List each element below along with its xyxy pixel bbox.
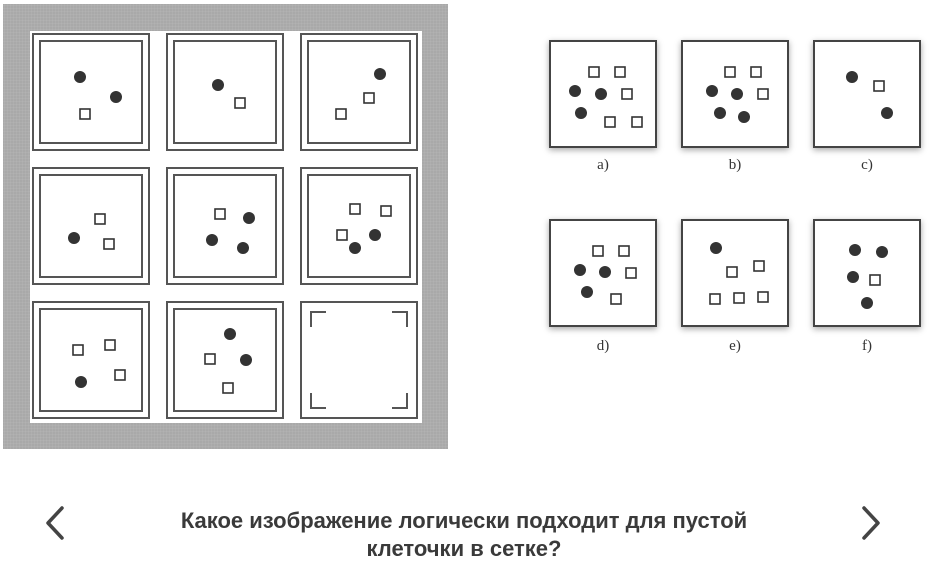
question-line-1: Какое изображение логически подходит для…	[180, 508, 748, 533]
corner-mark	[310, 311, 326, 327]
option-c[interactable]	[813, 40, 921, 148]
question-line-2: клеточки в сетке?	[366, 536, 562, 561]
cell-figure	[72, 339, 126, 388]
grid-cell-1-1	[32, 33, 150, 151]
option-figure	[706, 66, 769, 123]
cell-figure	[336, 203, 392, 254]
grid-cell-3-1	[32, 301, 150, 419]
cell-figure	[212, 79, 246, 109]
option-d-label[interactable]: d)	[596, 338, 610, 354]
option-figure	[574, 245, 637, 305]
option-figure	[847, 244, 888, 309]
prev-button[interactable]	[38, 505, 72, 541]
puzzle-grid	[30, 31, 422, 423]
option-c-label[interactable]: c)	[861, 157, 873, 173]
option-a-label[interactable]: a)	[597, 157, 609, 173]
grid-cell-2-2	[166, 167, 284, 285]
option-f-label[interactable]: f)	[862, 338, 872, 354]
option-b[interactable]	[681, 40, 789, 148]
option-a[interactable]	[549, 40, 657, 148]
grid-cell-2-1	[32, 167, 150, 285]
next-button[interactable]	[854, 505, 888, 541]
option-b-label[interactable]: b)	[728, 157, 742, 173]
grid-cell-1-3	[300, 33, 418, 151]
chevron-right-icon	[862, 506, 880, 540]
option-figure	[709, 242, 769, 305]
grid-cell-empty	[300, 301, 418, 419]
corner-mark	[310, 393, 326, 409]
grid-cell-1-2	[166, 33, 284, 151]
cell-figure	[206, 208, 255, 254]
option-f[interactable]	[813, 219, 921, 327]
corner-mark	[392, 393, 408, 409]
option-e[interactable]	[681, 219, 789, 327]
chevron-left-icon	[46, 506, 64, 540]
puzzle-grid-panel	[3, 4, 448, 449]
grid-cell-2-3	[300, 167, 418, 285]
cell-figure	[74, 71, 122, 120]
cell-figure	[68, 213, 115, 250]
option-figure	[569, 66, 643, 128]
corner-mark	[392, 311, 408, 327]
cell-figure	[204, 328, 252, 394]
option-figure	[846, 71, 893, 119]
grid-cell-3-2	[166, 301, 284, 419]
option-d[interactable]	[549, 219, 657, 327]
question-text: Какое изображение логически подходит для…	[100, 507, 828, 563]
cell-figure	[335, 68, 386, 120]
option-e-label[interactable]: e)	[729, 338, 741, 354]
